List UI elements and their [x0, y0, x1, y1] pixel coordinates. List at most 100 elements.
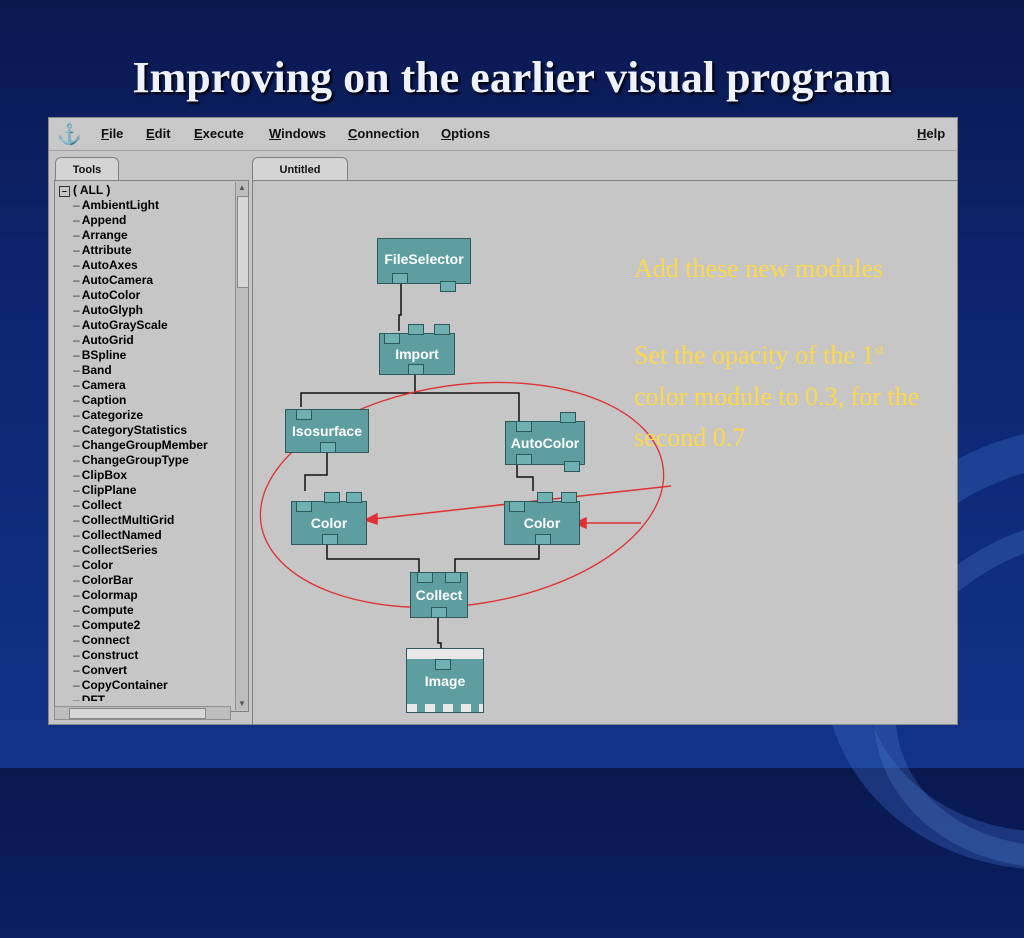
tool-item[interactable]: ChangeGroupMember [59, 438, 233, 453]
module-color-2[interactable]: Color [504, 492, 580, 545]
output-port[interactable] [431, 607, 447, 618]
tool-item[interactable]: CollectSeries [59, 543, 233, 558]
module-collect[interactable]: Collect [410, 572, 468, 618]
input-port[interactable] [516, 421, 532, 432]
module-autocolor[interactable]: AutoColor [505, 412, 585, 472]
output-port[interactable] [392, 273, 408, 284]
scroll-thumb[interactable] [237, 196, 249, 288]
tool-item[interactable]: AutoAxes [59, 258, 233, 273]
menu-edit[interactable]: Edit [146, 126, 171, 141]
output-port[interactable] [322, 534, 338, 545]
tool-item[interactable]: ColorBar [59, 573, 233, 588]
output-port[interactable] [440, 281, 456, 292]
wire-import-isosurface [300, 373, 416, 407]
tool-item[interactable]: ClipPlane [59, 483, 233, 498]
tools-list: –( ALL ) AmbientLightAppendArrangeAttrib… [59, 183, 233, 701]
scroll-up-icon[interactable]: ▲ [238, 183, 246, 192]
tool-item[interactable]: BSpline [59, 348, 233, 363]
tool-item[interactable]: Band [59, 363, 233, 378]
tool-item[interactable]: Color [59, 558, 233, 573]
menu-file[interactable]: File [101, 126, 124, 141]
wire-layer [259, 283, 672, 659]
tool-item[interactable]: AutoGlyph [59, 303, 233, 318]
menu-options[interactable]: Options [441, 126, 491, 141]
tools-panel: –( ALL ) AmbientLightAppendArrangeAttrib… [54, 180, 249, 712]
tool-item[interactable]: AutoGrayScale [59, 318, 233, 333]
module-image[interactable]: Image [406, 648, 484, 713]
scroll-down-icon[interactable]: ▼ [238, 699, 246, 708]
tool-item[interactable]: AutoColor [59, 288, 233, 303]
menu-bar: ⚓ File Edit Execute Windows Connection O… [49, 118, 957, 151]
menu-help[interactable]: Help [917, 126, 946, 141]
input-port[interactable] [417, 572, 433, 583]
input-port[interactable] [346, 492, 362, 503]
input-port[interactable] [537, 492, 553, 503]
tool-item[interactable]: Convert [59, 663, 233, 678]
tool-item[interactable]: CollectMultiGrid [59, 513, 233, 528]
module-import-label: Import [395, 346, 439, 362]
input-port[interactable] [296, 409, 312, 420]
input-port[interactable] [509, 501, 525, 512]
tool-item[interactable]: Construct [59, 648, 233, 663]
module-color-1[interactable]: Color [291, 492, 367, 545]
highlight-ellipse [259, 381, 665, 609]
input-port[interactable] [408, 324, 424, 335]
tool-item[interactable]: Collect [59, 498, 233, 513]
hscroll-thumb[interactable] [69, 708, 206, 719]
menu-connection[interactable]: Connection [348, 126, 420, 141]
tool-item[interactable]: ClipBox [59, 468, 233, 483]
tools-root[interactable]: –( ALL ) [59, 183, 233, 198]
output-port[interactable] [408, 364, 424, 375]
module-isosurface-label: Isosurface [291, 423, 363, 439]
module-color-2-label: Color [523, 515, 561, 531]
tool-item[interactable]: DFT [59, 693, 233, 701]
collapse-icon[interactable]: – [59, 186, 70, 197]
tool-item[interactable]: Append [59, 213, 233, 228]
tab-untitled[interactable]: Untitled [252, 157, 348, 184]
tool-item[interactable]: Compute2 [59, 618, 233, 633]
input-port[interactable] [324, 492, 340, 503]
module-import[interactable]: Import [379, 324, 455, 375]
output-port[interactable] [564, 461, 580, 472]
module-image-label: Image [424, 673, 466, 689]
annotation-line-2: Set the opacity of the 1st color module … [634, 330, 934, 458]
tool-item[interactable]: CopyContainer [59, 678, 233, 693]
module-fileselector[interactable]: FileSelector [377, 238, 471, 292]
image-footer-bar [407, 704, 483, 712]
wire-import-autocolor [415, 392, 520, 421]
program-canvas[interactable]: FileSelector Import Isosurface AutoColor [252, 180, 957, 724]
tool-item[interactable]: Attribute [59, 243, 233, 258]
tool-item[interactable]: Connect [59, 633, 233, 648]
tool-item[interactable]: AutoGrid [59, 333, 233, 348]
tool-item[interactable]: Categorize [59, 408, 233, 423]
input-port[interactable] [435, 659, 451, 670]
tool-item[interactable]: CategoryStatistics [59, 423, 233, 438]
tool-item[interactable]: CollectNamed [59, 528, 233, 543]
tool-item[interactable]: Compute [59, 603, 233, 618]
input-port[interactable] [560, 412, 576, 423]
input-port[interactable] [296, 501, 312, 512]
output-port[interactable] [535, 534, 551, 545]
menu-execute[interactable]: Execute [194, 126, 244, 141]
wire-color1-collect [326, 545, 420, 573]
output-port[interactable] [516, 454, 532, 465]
tool-item[interactable]: AutoCamera [59, 273, 233, 288]
input-port[interactable] [445, 572, 461, 583]
tool-item[interactable]: ChangeGroupType [59, 453, 233, 468]
output-port[interactable] [320, 442, 336, 453]
input-port[interactable] [561, 492, 577, 503]
tools-vertical-scrollbar[interactable]: ▲ ▼ [235, 182, 249, 710]
anchor-icon[interactable]: ⚓ [57, 124, 82, 146]
tool-item[interactable]: Caption [59, 393, 233, 408]
tools-horizontal-scrollbar[interactable] [54, 706, 231, 720]
input-port[interactable] [384, 333, 400, 344]
tool-item[interactable]: Camera [59, 378, 233, 393]
module-autocolor-label: AutoColor [510, 435, 580, 451]
tool-item[interactable]: AmbientLight [59, 198, 233, 213]
tool-item[interactable]: Colormap [59, 588, 233, 603]
module-isosurface[interactable]: Isosurface [285, 409, 369, 453]
tool-item[interactable]: Arrange [59, 228, 233, 243]
menu-windows[interactable]: Windows [269, 126, 326, 141]
input-port[interactable] [434, 324, 450, 335]
tab-tools[interactable]: Tools [55, 157, 119, 184]
